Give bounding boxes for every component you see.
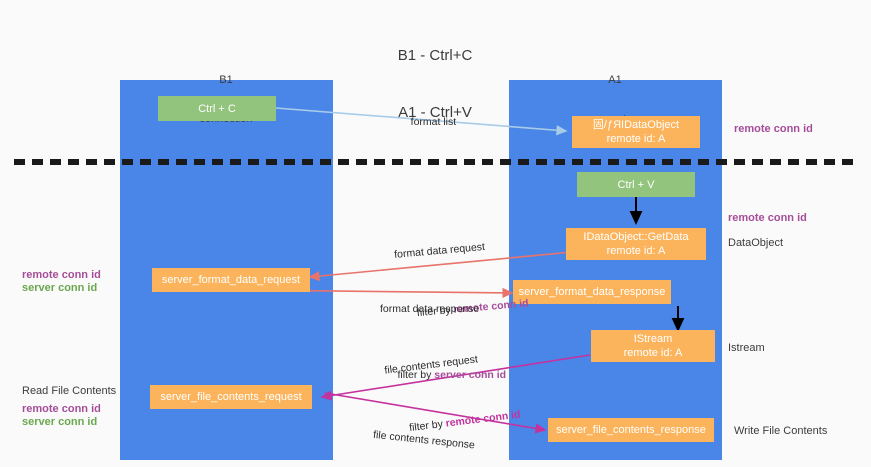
node-server-file-contents-request-label: server_file_contents_request (160, 391, 302, 403)
node-server-format-data-response-label: server_format_data_response (518, 286, 666, 298)
node-server-file-contents-response[interactable]: server_file_contents_response (548, 418, 714, 442)
edge-label-format-list-text: format list (410, 116, 457, 128)
node-istream-line2: remote id: A (623, 347, 683, 359)
annotation-right-remote-conn-id-mid: remote conn id (728, 212, 807, 224)
node-server-format-data-response[interactable]: server_format_data_response (513, 280, 671, 304)
edge-label-format-data-response-main: format data response (380, 303, 480, 315)
node-server-format-data-request-label: server_format_data_request (161, 274, 301, 286)
annotation-left-remote-conn-id-2: remote conn id (22, 403, 101, 415)
node-getdata-line2: remote id: A (606, 245, 666, 257)
node-server-format-data-request[interactable]: server_format_data_request (152, 268, 310, 292)
node-server-file-contents-request[interactable]: server_file_contents_request (150, 385, 312, 409)
node-server-file-contents-response-label: server_file_contents_response (556, 424, 706, 436)
diagram-title-line1: B1 - Ctrl+C (397, 47, 473, 64)
edge-label-format-data-request-main: format data request (393, 240, 486, 261)
node-istream-line1: IStream (633, 333, 673, 345)
annotation-left-server-conn-id-2: server conn id (22, 416, 98, 428)
annotation-left-remote-conn-id: remote conn id (22, 269, 101, 281)
node-ctrl-c[interactable]: Ctrl + C (158, 96, 276, 121)
node-idataobject[interactable]: 固/ƒЯIDataObject remote id: A (572, 116, 700, 148)
node-getdata-line1: IDataObject::GetData (583, 231, 689, 243)
column-header-b1-name: B1 (219, 74, 233, 86)
annotation-right-write-file-contents: Write File Contents (734, 425, 828, 437)
annotation-left-read-file-contents: Read File Contents (22, 385, 117, 397)
annotation-right-istream: Istream (728, 342, 765, 354)
node-idataobject-line1: 固/ƒЯIDataObject (592, 119, 680, 131)
edge-label-format-list: format list (399, 100, 457, 145)
annotation-left-server-conn-id: server conn id (22, 282, 98, 294)
annotation-right-remote-conn-id-top: remote conn id (734, 123, 813, 135)
node-idataobject-getdata[interactable]: IDataObject::GetData remote id: A (566, 228, 706, 260)
edge-label-format-data-response: format data response filter by server co… (380, 272, 506, 428)
node-ctrl-v[interactable]: Ctrl + V (577, 172, 695, 197)
edge-label-format-data-response-filter: filter by server conn id (380, 353, 507, 398)
column-header-a1-name: A1 (608, 74, 622, 86)
node-ctrl-c-label: Ctrl + C (198, 102, 236, 115)
edge-label-file-contents-response-main: file contents response (372, 428, 476, 452)
annotation-right-dataobject: DataObject (728, 237, 784, 249)
node-istream[interactable]: IStream remote id: A (591, 330, 715, 362)
edge-label-file-contents-response: file contents response filter by server … (361, 398, 502, 467)
filter-key-server-conn-id: server conn id (434, 369, 507, 381)
filter-prefix: filter by (397, 369, 435, 381)
node-ctrl-v-label: Ctrl + V (617, 178, 655, 191)
node-idataobject-line2: remote id: A (606, 133, 666, 145)
edge-label-file-contents-request-main: file contents request (383, 353, 479, 377)
